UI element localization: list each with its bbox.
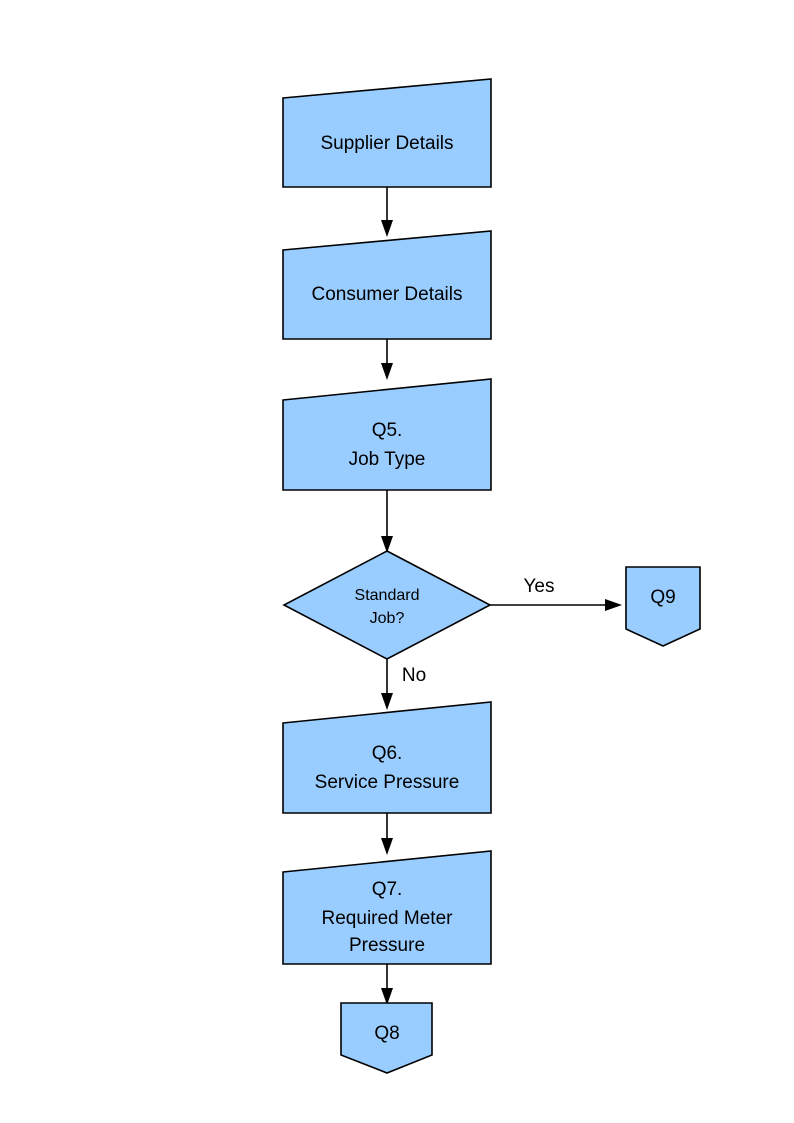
q7-required-meter-pressure-label-line-2: Required Meter xyxy=(322,908,454,929)
q7-required-meter-pressure-shape[interactable] xyxy=(282,850,492,965)
supplier-details-shape[interactable] xyxy=(282,78,492,188)
arrow-head-icon xyxy=(381,220,393,237)
node-q5-job-type[interactable]: Q5. Job Type xyxy=(282,378,492,491)
q6-service-pressure-label-line-1: Q6. xyxy=(372,743,403,764)
q5-job-type-shape[interactable] xyxy=(282,378,492,491)
arrow-head-icon xyxy=(381,693,393,710)
node-supplier-details[interactable]: Supplier Details xyxy=(282,78,492,188)
q7-required-meter-pressure-label-line-1: Q7. xyxy=(372,879,403,900)
arrow-head-icon xyxy=(605,599,622,611)
edge-supplier-to-consumer xyxy=(381,187,393,237)
standard-job-decision-label-line-1: Standard xyxy=(355,587,420,604)
q8-connector-shape[interactable] xyxy=(340,1002,433,1074)
node-consumer-details[interactable]: Consumer Details xyxy=(282,230,492,340)
standard-job-decision-shape[interactable] xyxy=(282,550,492,660)
node-q6-service-pressure[interactable]: Q6. Service Pressure xyxy=(282,701,492,814)
edge-label-no: No xyxy=(402,665,426,686)
edge-label-yes: Yes xyxy=(524,576,555,597)
arrow-head-icon xyxy=(381,363,393,380)
standard-job-decision-label-line-2: Job? xyxy=(370,610,405,627)
q6-service-pressure-label-line-2: Service Pressure xyxy=(315,772,460,793)
q6-service-pressure-shape[interactable] xyxy=(282,701,492,814)
edge-consumer-to-q5 xyxy=(381,339,393,380)
q7-required-meter-pressure-label-line-3: Pressure xyxy=(349,935,425,956)
node-q7-required-meter-pressure[interactable]: Q7. Required Meter Pressure xyxy=(282,850,492,965)
q9-connector-label: Q9 xyxy=(650,587,675,608)
node-q9-connector[interactable]: Q9 xyxy=(625,566,701,647)
q5-job-type-label-line-1: Q5. xyxy=(372,420,403,441)
q8-connector-label: Q8 xyxy=(374,1023,399,1044)
edge-decision-to-q9: Yes xyxy=(490,576,622,611)
edge-q5-to-decision xyxy=(381,490,393,553)
consumer-details-shape[interactable] xyxy=(282,230,492,340)
q9-connector-shape[interactable] xyxy=(625,566,701,647)
node-q8-connector[interactable]: Q8 xyxy=(340,1002,433,1074)
node-standard-job-decision[interactable]: Standard Job? xyxy=(282,550,492,660)
consumer-details-label: Consumer Details xyxy=(312,284,463,305)
arrow-head-icon xyxy=(381,988,393,1005)
arrow-head-icon xyxy=(381,838,393,855)
edge-q6-to-q7 xyxy=(381,813,393,855)
edge-decision-to-q6: No xyxy=(381,659,426,710)
supplier-details-label: Supplier Details xyxy=(320,133,453,154)
edge-q7-to-q8 xyxy=(381,964,393,1005)
q5-job-type-label-line-2: Job Type xyxy=(349,449,426,470)
arrow-head-icon xyxy=(381,536,393,553)
